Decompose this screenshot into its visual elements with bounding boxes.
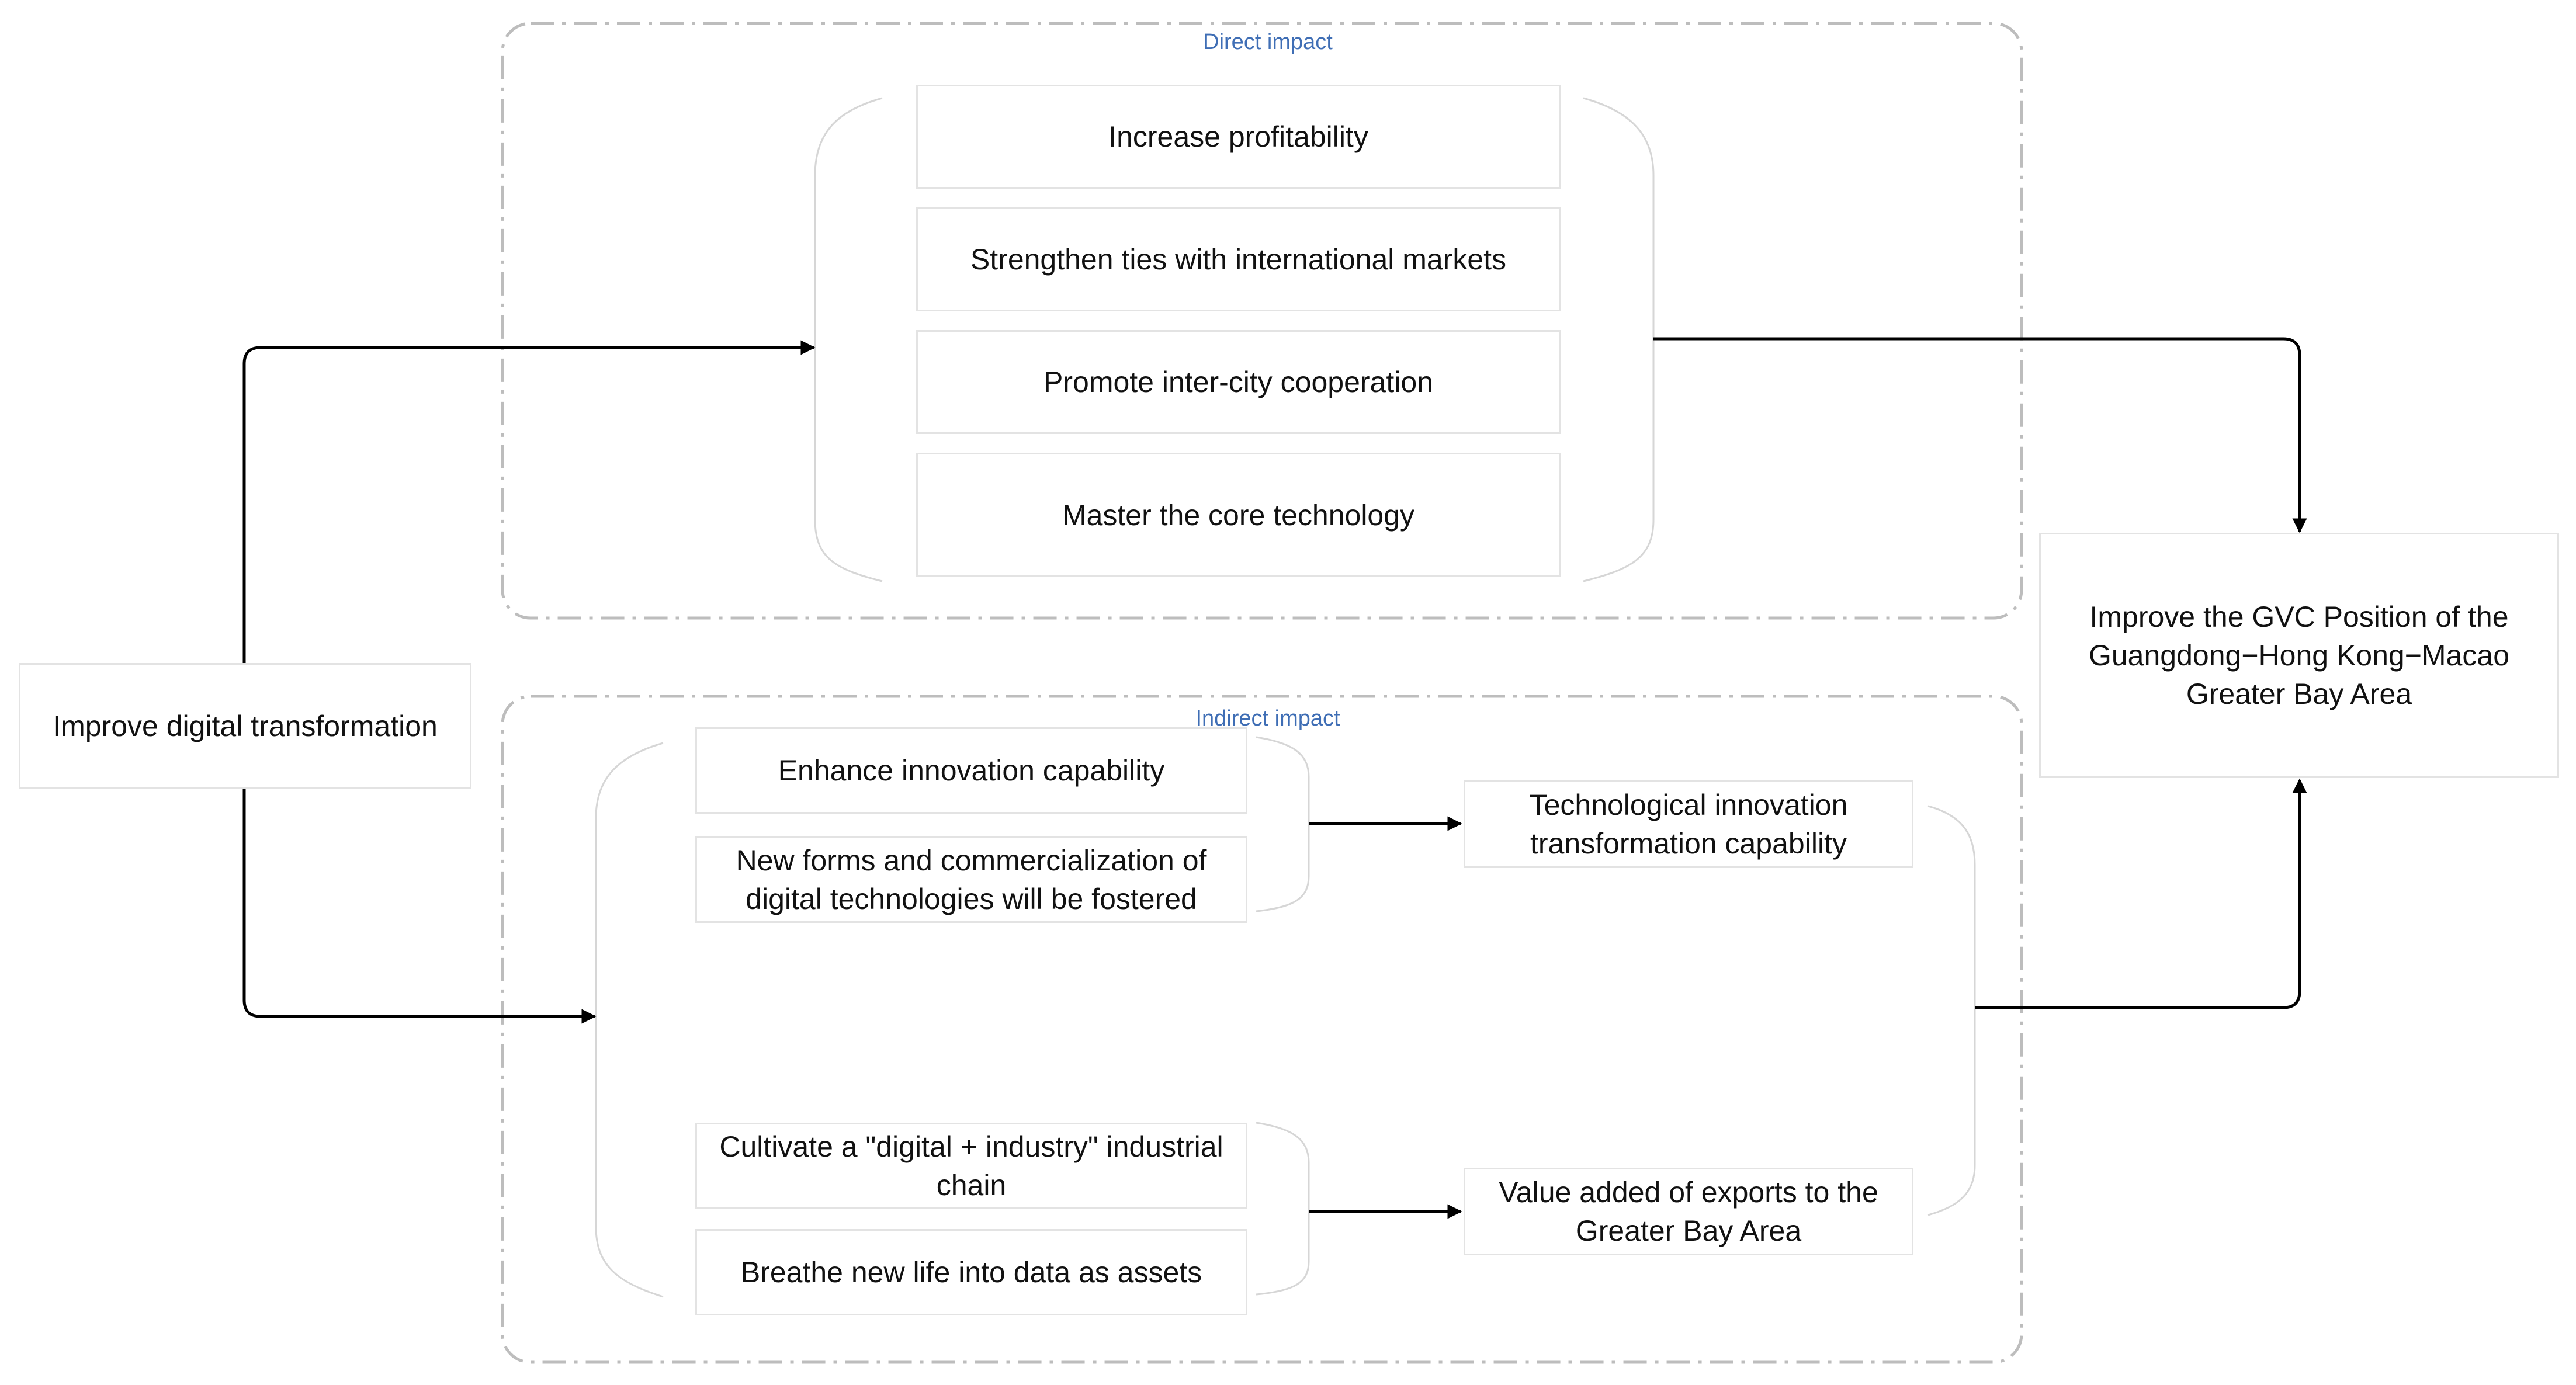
- indirect-bracket-left: [595, 742, 664, 1298]
- arrow-to-direct-impact: [242, 340, 816, 665]
- direct-item: Increase profitability: [916, 85, 1561, 189]
- indirect-impact-label: Indirect impact: [1169, 706, 1367, 731]
- direct-item: Strengthen ties with international marke…: [916, 207, 1561, 311]
- indirect-item: Cultivate a "digital + industry" industr…: [695, 1123, 1247, 1209]
- arrow-direct-to-target: [1653, 337, 2307, 533]
- indirect-item: Breathe new life into data as assets: [695, 1229, 1247, 1315]
- outcomes-bracket-right: [1927, 805, 1976, 1216]
- direct-impact-frame: [501, 22, 2023, 620]
- source-node: Improve digital transformation: [19, 663, 471, 789]
- tech-innovation-outcome: Technological innovation transformation …: [1464, 780, 1913, 868]
- arrow-to-indirect-impact: [242, 780, 597, 1024]
- indirect-upper-bracket-right: [1256, 736, 1310, 912]
- indirect-lower-bracket-right: [1256, 1122, 1310, 1296]
- indirect-item: New forms and commercialization of digit…: [695, 836, 1247, 923]
- direct-bracket-left: [814, 97, 883, 582]
- direct-item: Master the core technology: [916, 453, 1561, 577]
- indirect-item: Enhance innovation capability: [695, 727, 1247, 814]
- direct-item: Promote inter-city cooperation: [916, 330, 1561, 434]
- arrow-indirect-to-target: [1975, 778, 2307, 1009]
- direct-bracket-right: [1583, 97, 1655, 582]
- export-value-outcome: Value added of exports to the Greater Ba…: [1464, 1168, 1913, 1255]
- target-node: Improve the GVC Position of the Guangdon…: [2039, 533, 2559, 778]
- direct-impact-label: Direct impact: [1180, 29, 1355, 55]
